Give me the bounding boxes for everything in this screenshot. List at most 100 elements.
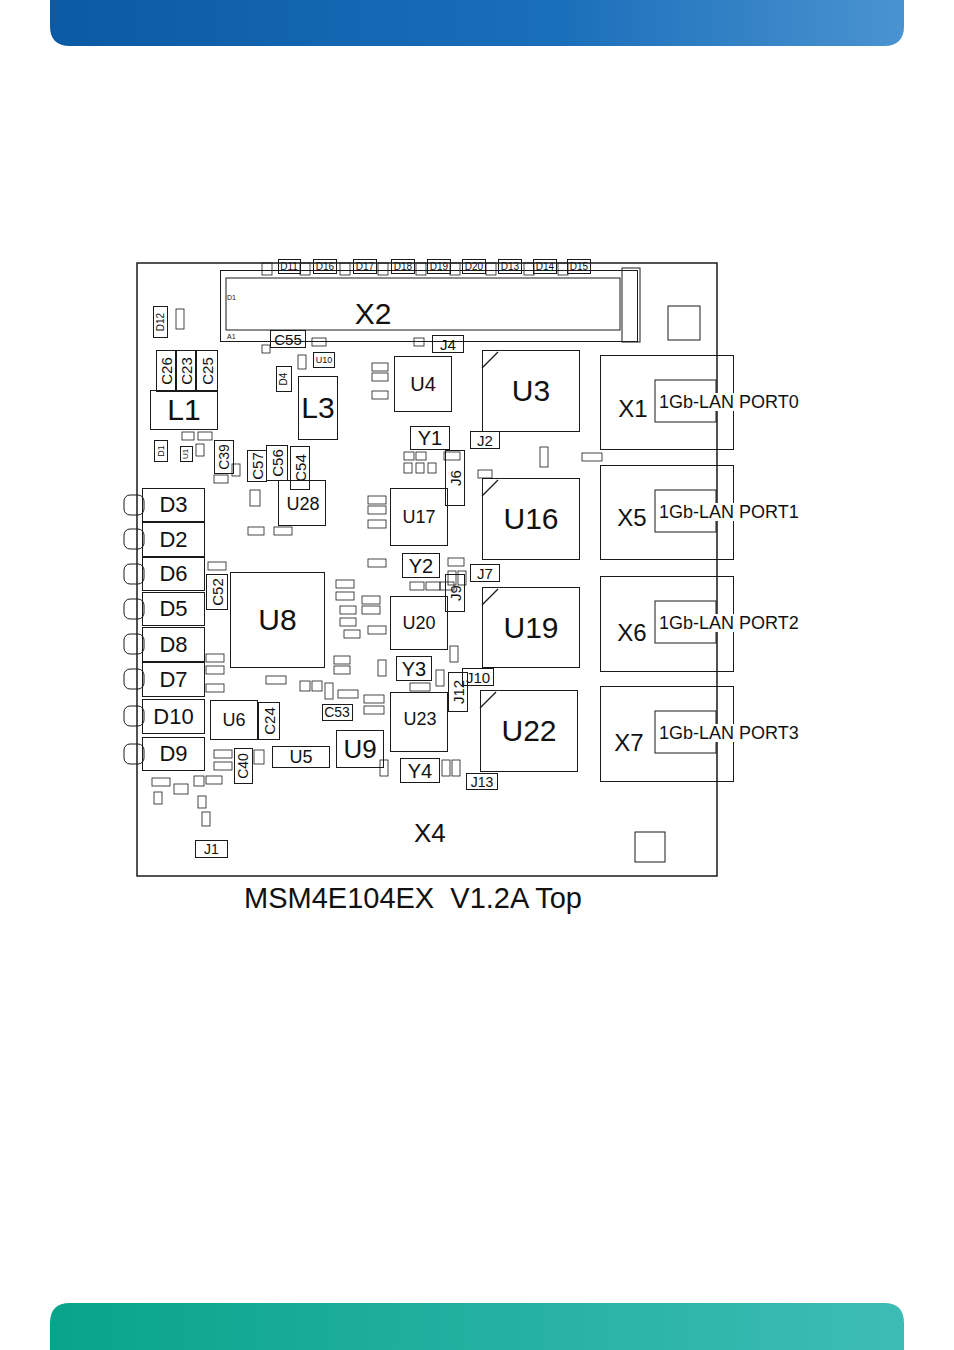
part-outline: U5	[272, 746, 330, 768]
part-outline: U6	[210, 700, 258, 740]
part-outline: C55	[270, 330, 306, 348]
part-outline: U20	[390, 596, 448, 650]
part-designator: J13	[471, 775, 494, 789]
part-designator: X6	[617, 621, 646, 645]
part-outline: Y3	[396, 656, 432, 681]
port-label: 1Gb-LAN PORT3	[658, 724, 800, 742]
part-designator: D3	[159, 494, 187, 516]
part-outline: C39	[214, 440, 234, 474]
connector-frame	[226, 278, 620, 330]
part-outline: J9	[445, 574, 465, 612]
part-outline: D7	[142, 662, 205, 697]
part-designator: U3	[512, 376, 550, 406]
part-designator: U4	[410, 374, 436, 394]
part-designator: D9	[159, 743, 187, 765]
part-outline: U10	[313, 352, 335, 368]
part-outline: C57	[247, 450, 267, 482]
part-designator: D8	[159, 634, 187, 656]
part-designator: D2	[159, 529, 187, 551]
part-outline: J1	[195, 840, 228, 858]
part-outline: Y2	[402, 553, 440, 578]
part-designator: C57	[250, 452, 265, 480]
part-designator: J4	[440, 336, 456, 351]
part-outline: D11	[278, 259, 301, 274]
part-outline: D13	[498, 259, 522, 274]
part-outline: D19	[427, 259, 451, 274]
part-outline: D5	[142, 592, 205, 626]
part-designator: X1	[618, 397, 647, 421]
part-outline: U8	[230, 572, 325, 668]
mounting-pad	[635, 832, 665, 862]
part-designator: C52	[210, 578, 225, 606]
part-outline: U19	[482, 587, 580, 668]
mounting-pad	[668, 306, 700, 340]
part-outline: U1	[180, 446, 193, 462]
part-designator: J12	[451, 680, 466, 704]
part-designator: C53	[324, 705, 350, 719]
part-designator: D7	[159, 669, 187, 691]
part-outline: D6	[142, 557, 205, 591]
part-outline: J7	[470, 564, 500, 582]
port-label: 1Gb-LAN PORT0	[658, 393, 800, 411]
part-outline: U17	[390, 488, 448, 546]
part-outline: Y1	[410, 426, 450, 450]
board-caption: MSM4E104EX V1.2A Top	[244, 884, 582, 913]
part-outline: U28	[278, 480, 326, 526]
part-outline: C23	[176, 350, 196, 392]
part-outline: U22	[480, 690, 578, 772]
part-designator: D4	[279, 373, 289, 386]
part-designator: C39	[217, 444, 231, 470]
part-designator: J7	[477, 565, 493, 580]
part-designator: C25	[200, 357, 215, 385]
part-outline: C25	[196, 350, 218, 392]
part-designator: C26	[159, 357, 174, 385]
part-outline: D2	[142, 522, 205, 557]
part-outline: J10	[462, 668, 494, 686]
part-outline: C54	[290, 446, 310, 490]
part-designator: D6	[159, 563, 187, 585]
part-outline: D9	[142, 737, 205, 771]
part-outline: Y4	[400, 758, 440, 783]
part-outline: U3	[482, 350, 580, 432]
part-outline: C52	[206, 574, 228, 610]
part-outline: D17	[353, 259, 377, 274]
part-designator: J1	[204, 842, 219, 856]
part-designator: U9	[343, 736, 376, 762]
header-bar	[50, 0, 904, 46]
part-outline: D8	[142, 627, 205, 662]
part-designator: D10	[153, 706, 193, 728]
part-outline: U4	[394, 356, 452, 412]
footer-bar	[50, 1303, 904, 1350]
part-outline: J13	[466, 773, 498, 790]
smd-part	[152, 263, 602, 826]
port-label: 1Gb-LAN PORT1	[658, 503, 800, 521]
part-designator: X2	[355, 299, 392, 329]
part-outline: U9	[336, 730, 384, 768]
part-outline: D4	[276, 366, 292, 392]
part-designator: U23	[403, 710, 436, 728]
part-outline: C24	[258, 702, 280, 740]
part-designator: D12	[156, 313, 166, 331]
part-outline: D10	[142, 699, 205, 734]
part-outline: C40	[234, 748, 253, 784]
reference-label: A1	[226, 333, 237, 340]
part-outline: C56	[266, 445, 288, 481]
part-designator: C40	[236, 753, 250, 779]
part-outline: D18	[391, 259, 415, 274]
part-outline: D20	[462, 259, 486, 274]
part-outline: U16	[482, 478, 580, 560]
part-designator: X7	[614, 731, 643, 755]
part-designator: Y3	[402, 659, 426, 679]
part-designator: C54	[293, 454, 308, 482]
part-outline: D1	[154, 440, 168, 462]
part-designator: L3	[301, 393, 334, 423]
port-label: 1Gb-LAN PORT2	[658, 614, 800, 632]
part-designator: Y2	[409, 556, 433, 576]
part-designator: U20	[402, 614, 435, 632]
led-tab	[124, 495, 144, 764]
part-designator: U28	[286, 495, 319, 513]
part-designator: X5	[617, 506, 646, 530]
part-outline: C26	[156, 350, 176, 392]
part-outline: L3	[298, 376, 338, 440]
